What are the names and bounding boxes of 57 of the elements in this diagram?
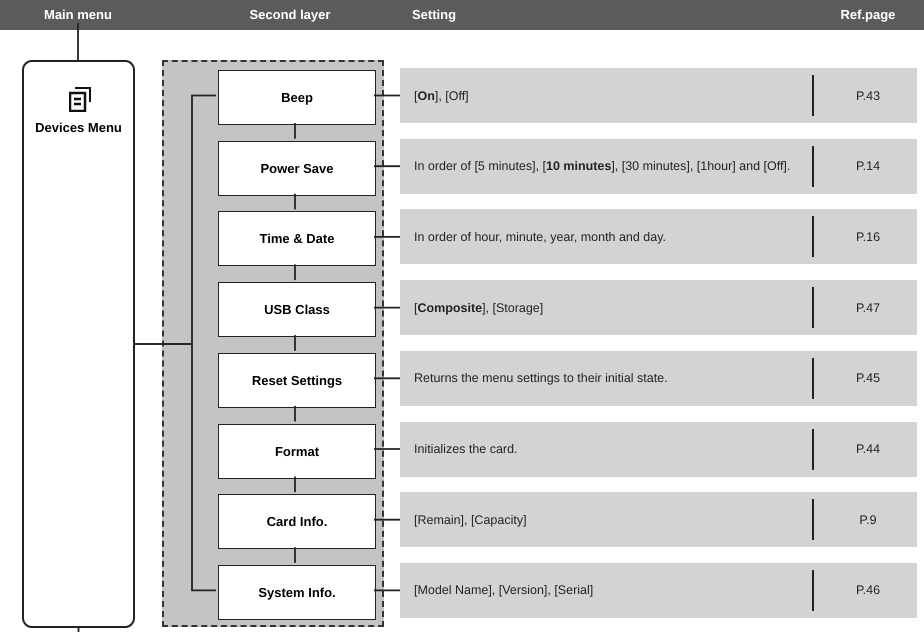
connector-line bbox=[294, 264, 296, 280]
column-heading: Ref.page bbox=[840, 7, 896, 22]
menu-item-box: Time & Date bbox=[218, 211, 376, 266]
connector-line bbox=[374, 448, 400, 450]
page-reference: P.9 bbox=[859, 512, 877, 527]
connector-line bbox=[294, 194, 296, 210]
menu-item-box: Card Info. bbox=[218, 494, 376, 550]
setting-bar bbox=[400, 209, 917, 264]
column-heading: Second layer bbox=[250, 7, 330, 22]
menu-item-box: Reset Settings bbox=[218, 352, 376, 408]
page-reference: P.16 bbox=[856, 230, 880, 244]
connector-line bbox=[374, 236, 400, 238]
setting-text: In order of [5 minutes], [10 minutes], [30 minutes], [1hour] and [Off]. bbox=[414, 158, 790, 174]
setting-bar bbox=[400, 562, 917, 618]
menu-item-box: Format bbox=[218, 424, 376, 478]
page-reference: P.45 bbox=[856, 371, 880, 386]
connector-line bbox=[294, 335, 296, 351]
connector-line bbox=[374, 518, 400, 521]
menu-item-box: USB Class bbox=[218, 282, 376, 338]
setting-text: In order of hour, minute, year, month and day. bbox=[414, 228, 666, 245]
connector-line bbox=[294, 123, 296, 139]
setting-text: Returns the menu settings to their initial state. bbox=[414, 370, 668, 386]
menu-title: Devices Menu bbox=[34, 120, 123, 135]
connector-line bbox=[294, 406, 296, 422]
setting-bar bbox=[400, 492, 917, 548]
column-heading: Main menu bbox=[44, 7, 112, 22]
group-panel bbox=[162, 60, 384, 627]
setting-text: [On], [Off] bbox=[414, 88, 469, 104]
page-reference: P.46 bbox=[856, 583, 880, 598]
connector-line bbox=[294, 476, 296, 492]
setting-bar bbox=[400, 280, 917, 336]
connector-line bbox=[374, 165, 400, 168]
column-heading: Setting bbox=[412, 7, 456, 22]
connector-line bbox=[294, 547, 296, 563]
menu-item-box: System Info. bbox=[218, 564, 376, 620]
connector-line bbox=[78, 628, 80, 632]
menu-item-box: Beep bbox=[218, 70, 376, 125]
setting-bar bbox=[400, 68, 917, 123]
setting-text: [Model Name], [Version], [Serial] bbox=[414, 582, 594, 598]
page-reference: P.14 bbox=[856, 159, 880, 174]
setting-text: Initializes the card. bbox=[414, 441, 518, 457]
connector-line bbox=[374, 306, 400, 308]
setting-bar bbox=[400, 350, 917, 406]
connector-line bbox=[135, 343, 216, 592]
setting-text: [Composite], [Storage] bbox=[414, 300, 544, 316]
menu-box bbox=[22, 60, 135, 628]
page-reference: P.47 bbox=[856, 300, 880, 315]
connector-line bbox=[374, 94, 400, 96]
setting-text: [Remain], [Capacity] bbox=[414, 512, 527, 528]
connector-line bbox=[77, 23, 79, 60]
page-reference: P.44 bbox=[856, 442, 880, 456]
setting-bar bbox=[400, 138, 917, 194]
menu-item-box: Power Save bbox=[218, 140, 376, 196]
page-reference: P.43 bbox=[856, 88, 880, 102]
connector-line bbox=[374, 590, 400, 592]
setting-bar bbox=[400, 422, 917, 476]
connector-line bbox=[374, 377, 400, 380]
